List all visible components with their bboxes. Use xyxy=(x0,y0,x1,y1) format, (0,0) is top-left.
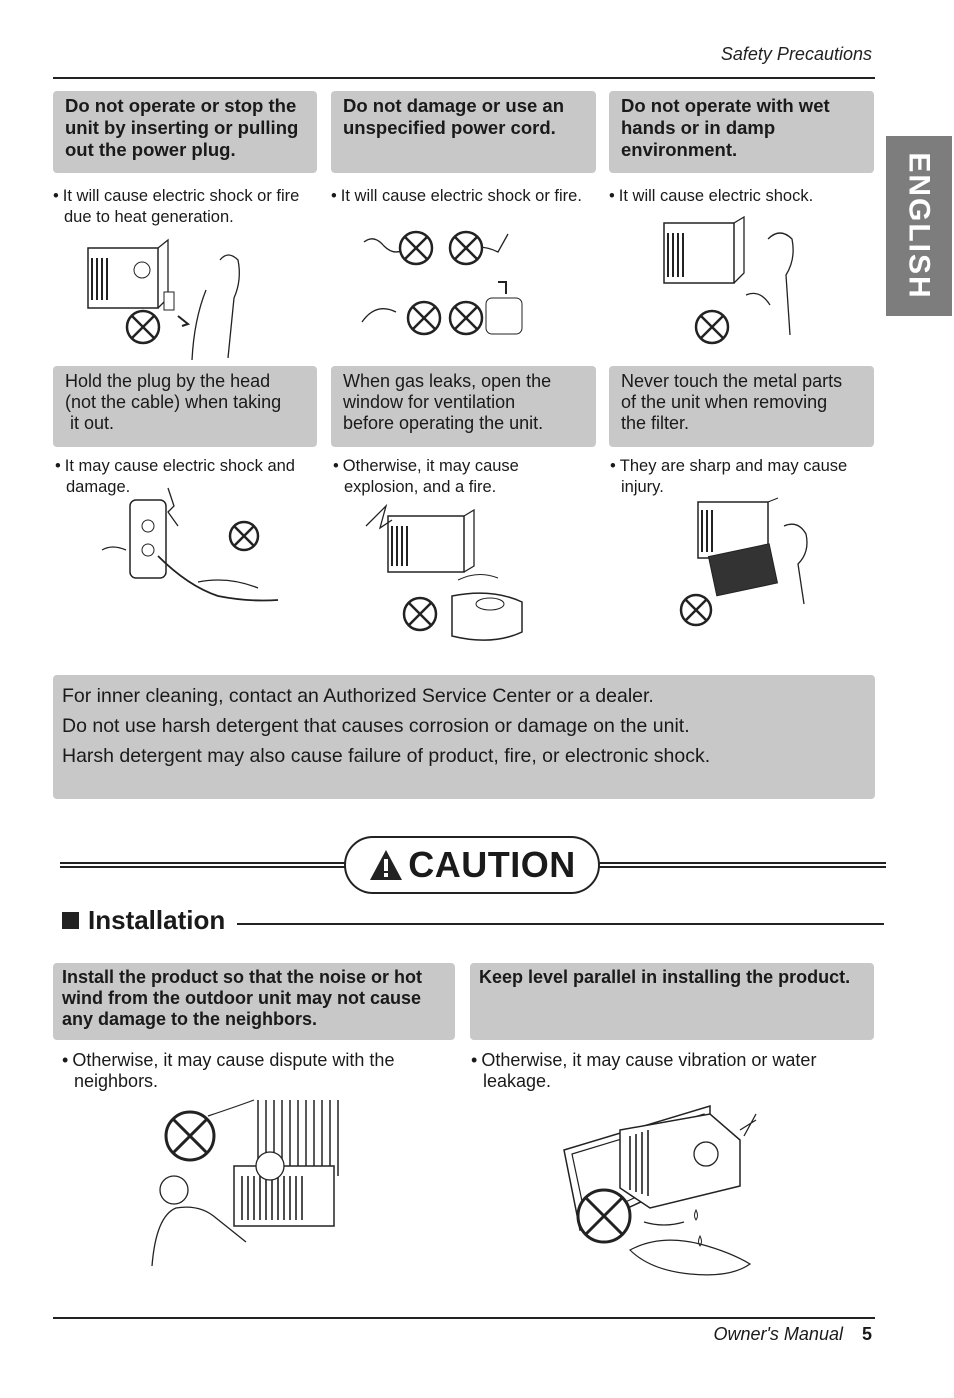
installation-title-line: any damage to the neighbors. xyxy=(62,1009,318,1029)
notice-line: Do not use harsh detergent that causes c… xyxy=(62,715,690,737)
power-plug-illustration xyxy=(87,238,240,360)
installation-title: Keep level parallel in installing the pr… xyxy=(479,967,851,987)
warning-title-line: Never touch the metal parts xyxy=(621,371,843,391)
wet-hands-illustration xyxy=(663,215,794,345)
note-line: It will cause electric shock or fire xyxy=(62,187,300,205)
power-cord-illustration xyxy=(361,230,523,336)
warning-box-power-plug: Do not operate or stop the unit by inser… xyxy=(53,91,317,173)
prohibited-icon xyxy=(125,309,161,345)
gas-leak-illustration xyxy=(365,503,523,641)
warning-box-wet-hands: Do not operate with wet hands or in damp… xyxy=(609,91,874,173)
installation-title-line: wind from the outdoor unit may not cause xyxy=(62,988,422,1008)
prohibited-icon xyxy=(448,300,484,336)
page-footer: Owner's Manual 5 xyxy=(713,1324,872,1345)
warning-title-line: When gas leaks, open the xyxy=(343,371,552,391)
section-square-icon xyxy=(62,912,79,929)
warning-title-line: of the unit when removing xyxy=(621,392,828,412)
page-number: 5 xyxy=(861,1324,872,1344)
warning-title-line: the filter. xyxy=(621,413,690,433)
section-title: Safety Precautions xyxy=(720,44,872,64)
warning-note: •It will cause electric shock or fire. xyxy=(331,187,582,205)
warning-note: •It will cause electric shock or fire du… xyxy=(53,186,323,228)
note-line: Otherwise, it may cause xyxy=(342,457,519,475)
note-line: damage. xyxy=(66,478,131,496)
warning-title: Do not operate or stop the unit by inser… xyxy=(65,95,299,160)
installation-box-level: Keep level parallel in installing the pr… xyxy=(470,963,874,1040)
prohibited-icon xyxy=(402,596,438,632)
note-line: neighbors. xyxy=(74,1071,159,1091)
warning-title: Do not operate with wet hands or in damp… xyxy=(621,95,830,160)
warning-title-line: window for ventilation xyxy=(343,392,516,412)
notice-line: Harsh detergent may also cause failure o… xyxy=(62,745,711,767)
note-line: They are sharp and may cause xyxy=(619,457,848,475)
prohibited-icon xyxy=(398,230,434,266)
warning-title-line: (not the cable) when taking xyxy=(65,392,282,412)
note-line: due to heat generation. xyxy=(64,208,234,226)
metal-parts-illustration xyxy=(679,497,808,627)
warning-box-gas-leak: When gas leaks, open the window for vent… xyxy=(331,366,596,447)
language-tab: ENGLISH xyxy=(886,136,952,316)
caution-rule-right xyxy=(598,862,886,868)
warning-box-hold-plug: Hold the plug by the head (not the cable… xyxy=(53,366,317,447)
note-line: explosion, and a fire. xyxy=(344,478,497,496)
installation-note: •Otherwise, it may cause vibration or wa… xyxy=(471,1050,871,1092)
installation-rule xyxy=(237,923,884,925)
note-line: Otherwise, it may cause vibration or wat… xyxy=(481,1050,817,1070)
installation-box-noise: Install the product so that the noise or… xyxy=(53,963,455,1040)
warning-triangle-icon xyxy=(370,850,403,880)
level-installation-illustration xyxy=(563,1104,757,1276)
warning-note: •They are sharp and may cause injury. xyxy=(610,456,875,498)
prohibited-icon xyxy=(164,1110,216,1162)
note-line: It may cause electric shock and xyxy=(64,457,295,475)
warning-title-line: Hold the plug by the head xyxy=(65,371,271,391)
warning-note: •Otherwise, it may cause explosion, and … xyxy=(333,456,598,498)
prohibited-icon xyxy=(448,230,484,266)
notice-line: For inner cleaning, contact an Authorize… xyxy=(62,685,654,707)
note-line: leakage. xyxy=(483,1071,552,1091)
warning-title-line: it out. xyxy=(65,413,115,433)
language-tab-label: ENGLISH xyxy=(903,152,937,300)
installation-title-line: Install the product so that the noise or… xyxy=(62,967,423,987)
prohibited-icon xyxy=(694,309,730,345)
cleaning-notice: For inner cleaning, contact an Authorize… xyxy=(53,675,875,799)
hold-plug-illustration xyxy=(101,487,279,602)
note-line: It will cause electric shock. xyxy=(618,187,814,205)
warning-title-line: before operating the unit. xyxy=(343,413,544,433)
note-line: injury. xyxy=(621,478,664,496)
installation-heading: Installation xyxy=(62,905,225,936)
installation-note: •Otherwise, it may cause dispute with th… xyxy=(62,1050,452,1092)
manual-label: Owner's Manual xyxy=(713,1324,843,1344)
warning-note: •It will cause electric shock. xyxy=(609,187,814,205)
warning-box-power-cord: Do not damage or use an unspecified powe… xyxy=(331,91,596,173)
caution-banner: CAUTION xyxy=(60,836,886,894)
footer-rule xyxy=(53,1317,875,1319)
note-line: It will cause electric shock or fire. xyxy=(340,187,582,205)
caution-rule-left xyxy=(60,862,346,868)
neighbor-noise-illustration xyxy=(151,1099,339,1267)
warning-title: Do not damage or use an unspecified powe… xyxy=(343,95,565,138)
header-rule xyxy=(53,77,875,79)
caution-pill: CAUTION xyxy=(344,836,600,894)
prohibited-icon xyxy=(228,520,260,552)
warning-box-metal-parts: Never touch the metal parts of the unit … xyxy=(609,366,874,447)
installation-heading-text: Installation xyxy=(88,905,226,935)
prohibited-icon xyxy=(406,300,442,336)
warning-note: •It may cause electric shock and damage. xyxy=(55,456,325,498)
note-line: Otherwise, it may cause dispute with the xyxy=(72,1050,395,1070)
caution-label: CAUTION xyxy=(408,844,576,885)
prohibited-icon xyxy=(576,1188,632,1244)
prohibited-icon xyxy=(679,593,713,627)
